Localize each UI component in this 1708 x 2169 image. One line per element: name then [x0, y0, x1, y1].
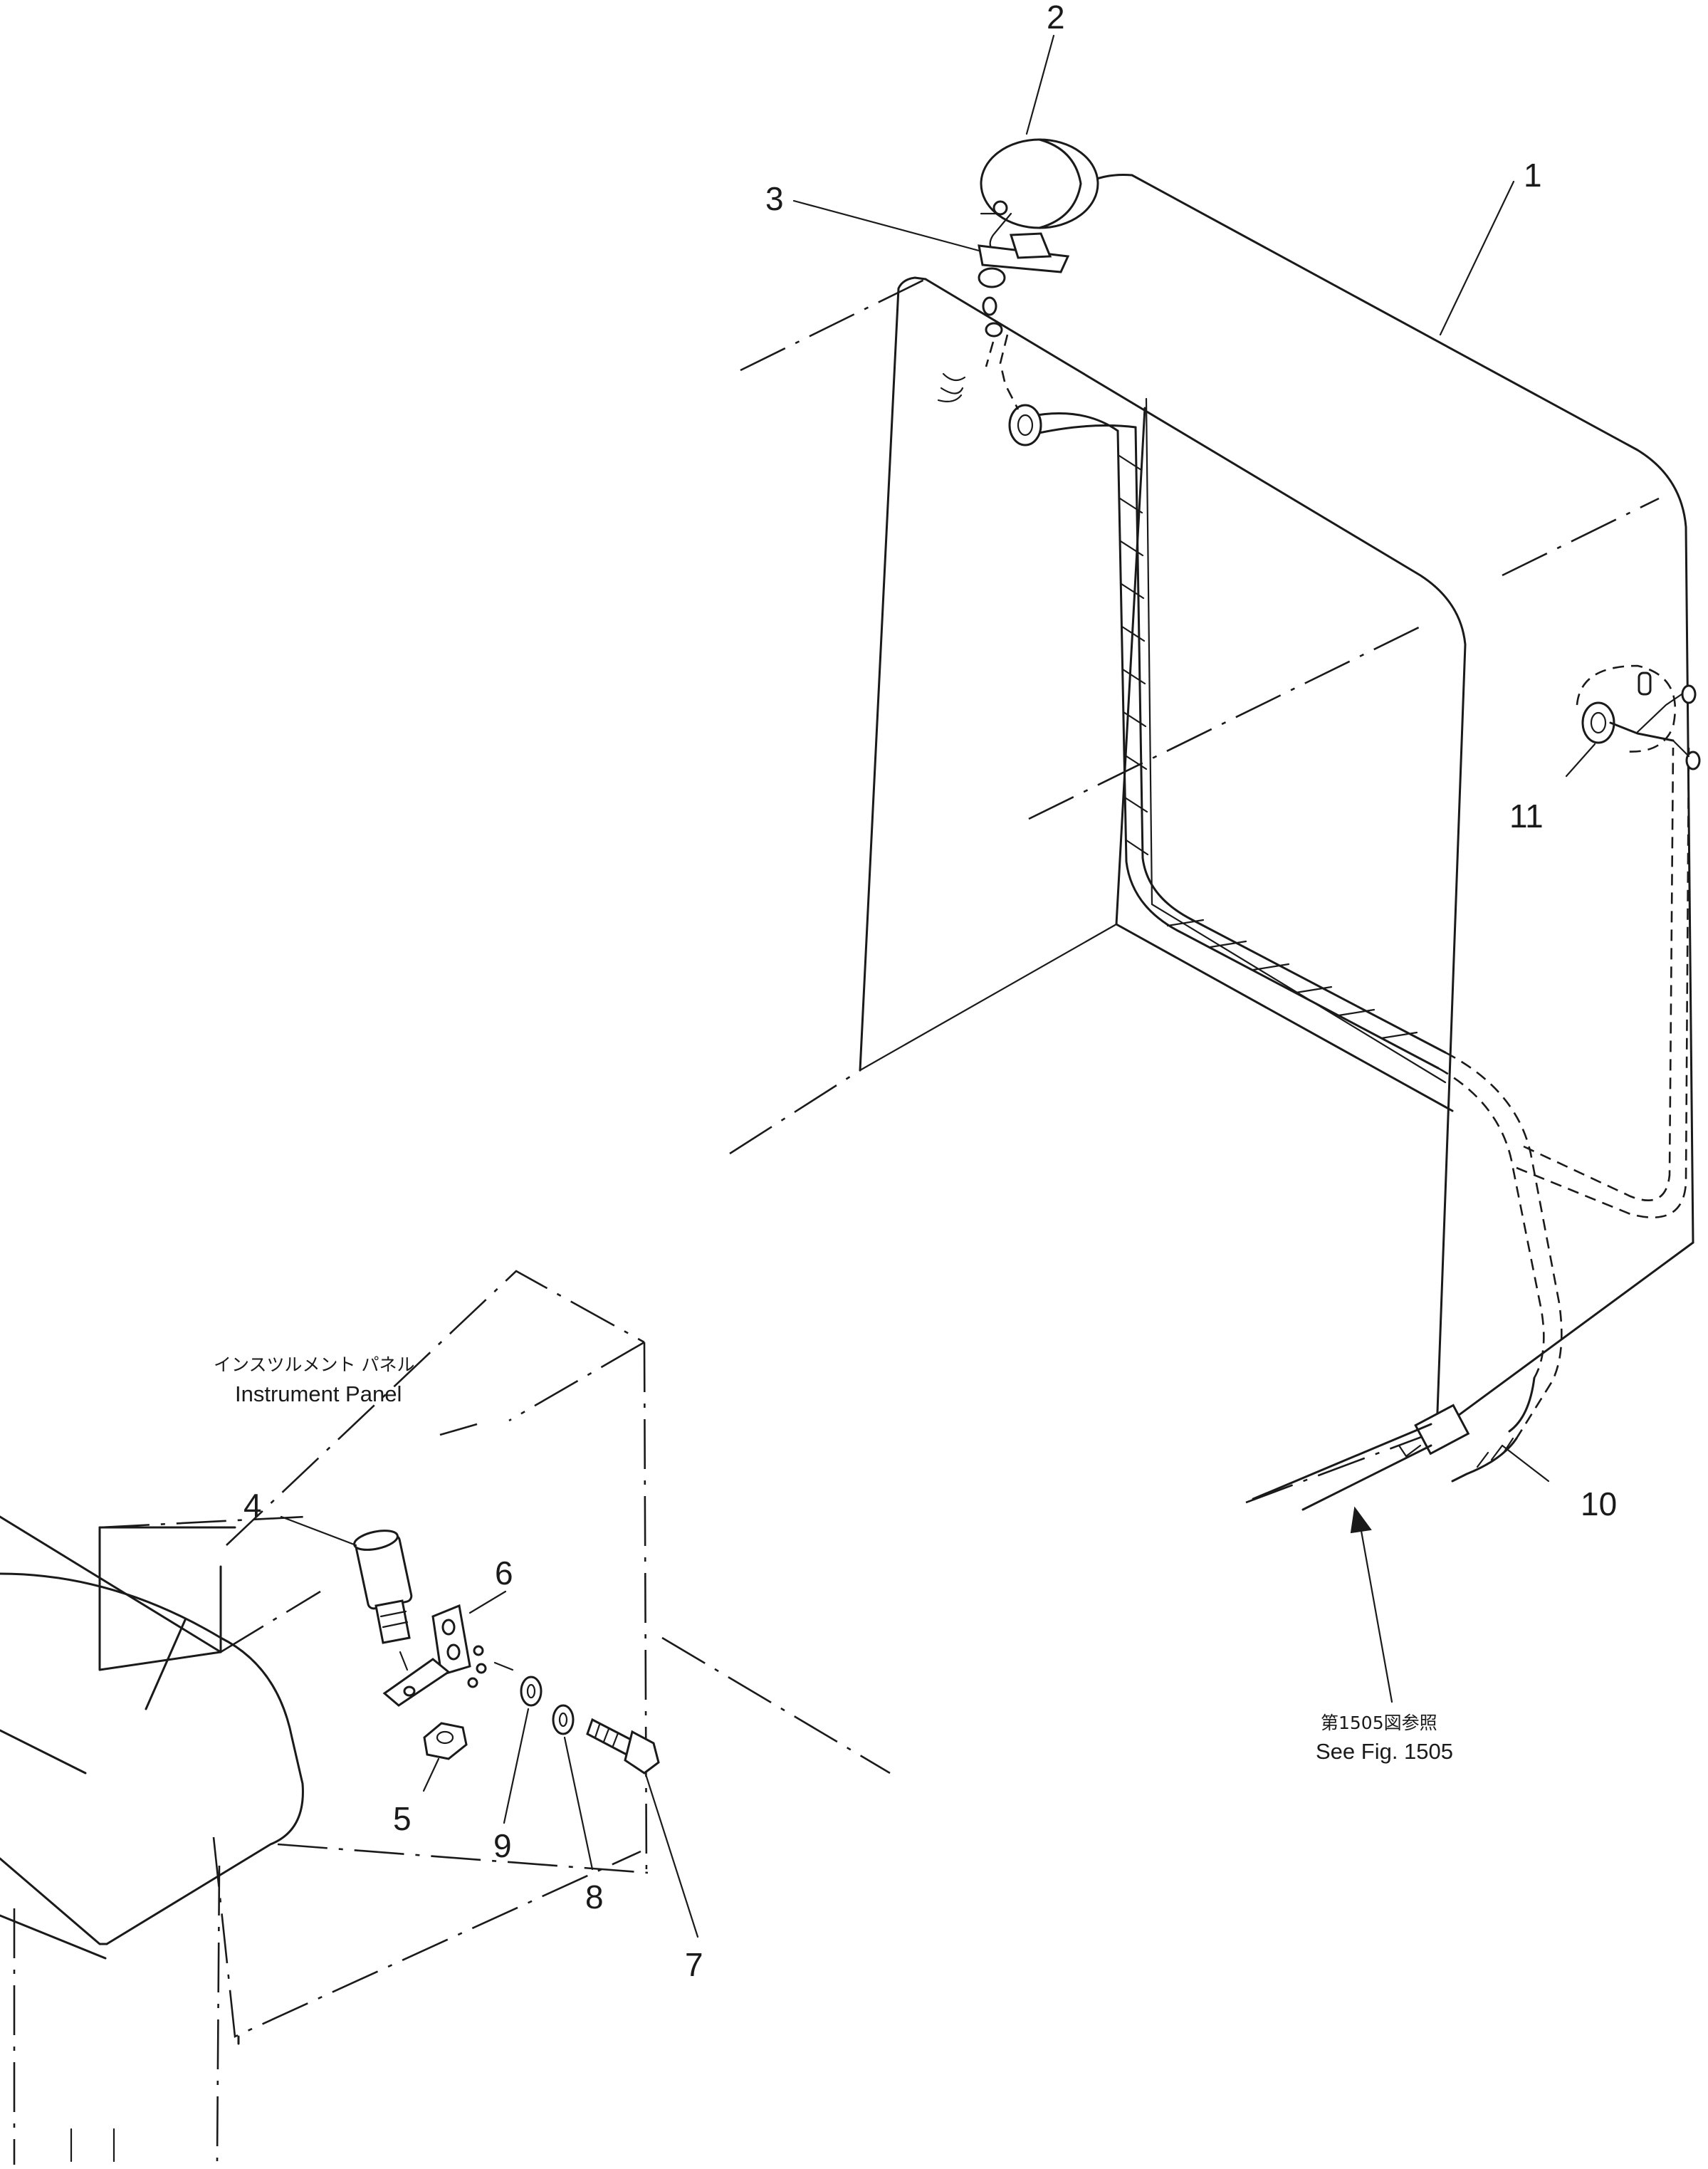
callout-4: 4 — [243, 1487, 262, 1524]
part-6-bracket — [382, 1604, 514, 1707]
part-11-grommet — [1576, 664, 1701, 770]
part-3-bracket — [978, 232, 1070, 316]
leader-lines — [280, 34, 1596, 1938]
callout-2: 2 — [1047, 0, 1065, 36]
instrument-panel-label-en: Instrument Panel — [235, 1381, 402, 1406]
see-fig-label-en: See Fig. 1505 — [1316, 1739, 1453, 1764]
cab-frame — [729, 173, 1694, 1504]
part-9-washer — [520, 1676, 543, 1707]
part-4-switch — [353, 1530, 413, 1671]
instrument-panel-label-jp: インスツルメント パネル — [214, 1354, 414, 1375]
callout-10: 10 — [1581, 1485, 1617, 1522]
part-5-nut — [423, 1722, 468, 1760]
wiring-harness-10 — [1027, 412, 1690, 1511]
part-2-horn — [980, 138, 1099, 254]
callout-5: 5 — [393, 1800, 412, 1837]
callout-7: 7 — [685, 1946, 703, 1983]
callout-11: 11 — [1509, 798, 1544, 835]
grommet-wire-top — [937, 322, 1042, 446]
see-fig-label-jp: 第1505図参照 — [1321, 1713, 1437, 1733]
callout-6: 6 — [495, 1554, 513, 1592]
callout-1: 1 — [1524, 157, 1542, 194]
instrument-panel — [0, 1270, 891, 2165]
part-8-washer — [552, 1704, 575, 1735]
callout-8: 8 — [585, 1878, 604, 1915]
notes: インスツルメント パネル Instrument Panel 第1505図参照 S… — [214, 1354, 1453, 1764]
part-7-bolt — [586, 1718, 660, 1775]
callout-9: 9 — [493, 1827, 512, 1864]
callout-3: 3 — [765, 180, 784, 217]
callout-labels: 1 2 3 4 5 6 7 8 9 10 11 — [243, 0, 1617, 1983]
